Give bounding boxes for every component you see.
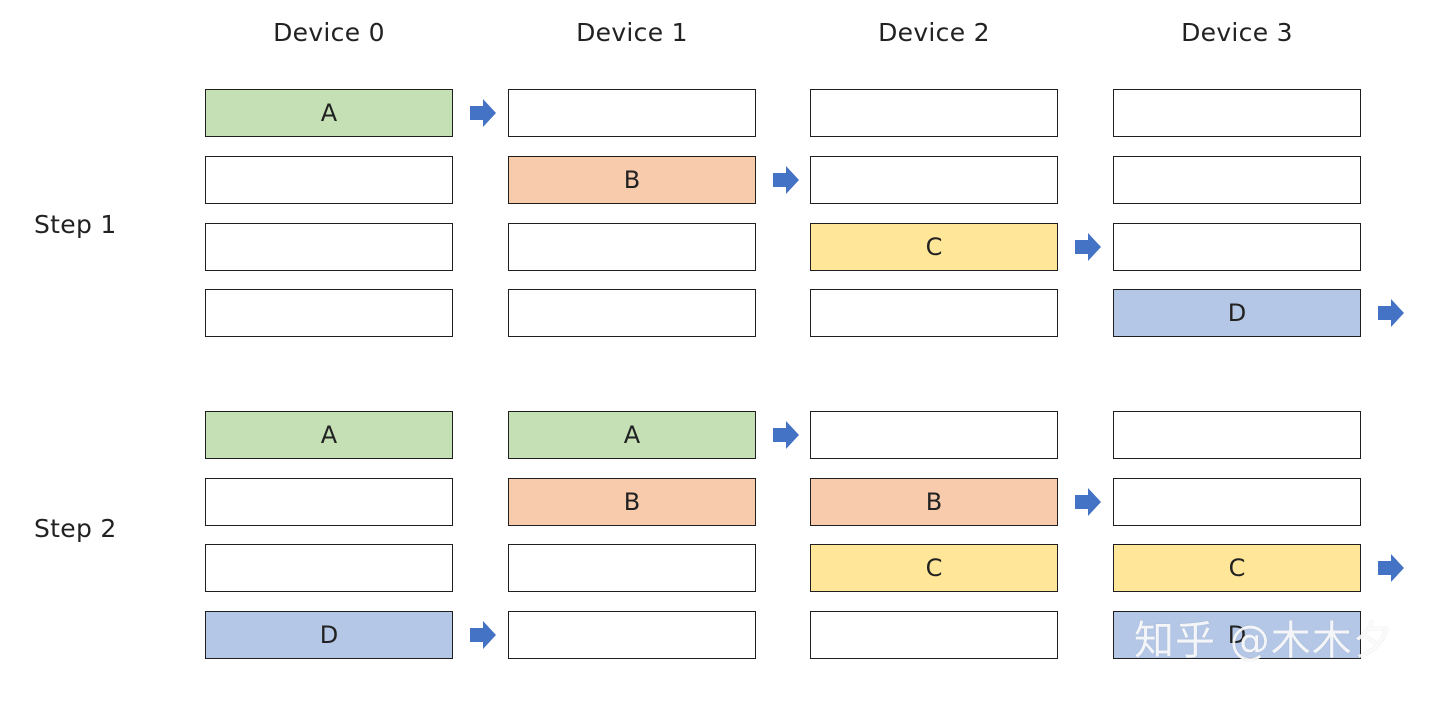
- empty-cell: [205, 289, 453, 337]
- right-arrow-icon: [773, 166, 799, 194]
- microbatch-cell-a: A: [205, 89, 453, 137]
- empty-cell: [508, 544, 756, 592]
- empty-cell: [810, 89, 1058, 137]
- empty-cell: [810, 156, 1058, 204]
- right-arrow-icon: [1075, 233, 1101, 261]
- device-header-3: Device 3: [1181, 18, 1293, 47]
- microbatch-cell-d: D: [1113, 289, 1361, 337]
- watermark: 知乎 @木木夕: [1134, 618, 1394, 664]
- step-label-1: Step 1: [34, 210, 117, 239]
- device-header-0: Device 0: [273, 18, 385, 47]
- microbatch-cell-c: C: [810, 223, 1058, 271]
- empty-cell: [810, 611, 1058, 659]
- microbatch-cell-d: D: [205, 611, 453, 659]
- microbatch-cell-d: D: [1113, 611, 1361, 659]
- microbatch-cell-b: B: [810, 478, 1058, 526]
- empty-cell: [508, 289, 756, 337]
- empty-cell: [205, 544, 453, 592]
- microbatch-cell-a: A: [508, 411, 756, 459]
- right-arrow-icon: [1378, 554, 1404, 582]
- empty-cell: [1113, 478, 1361, 526]
- empty-cell: [810, 289, 1058, 337]
- empty-cell: [1113, 411, 1361, 459]
- right-arrow-icon: [470, 99, 496, 127]
- empty-cell: [810, 411, 1058, 459]
- empty-cell: [1113, 223, 1361, 271]
- empty-cell: [508, 223, 756, 271]
- right-arrow-icon: [470, 621, 496, 649]
- microbatch-cell-b: B: [508, 156, 756, 204]
- right-arrow-icon: [1378, 299, 1404, 327]
- empty-cell: [205, 478, 453, 526]
- microbatch-cell-a: A: [205, 411, 453, 459]
- device-header-2: Device 2: [878, 18, 990, 47]
- empty-cell: [1113, 89, 1361, 137]
- microbatch-cell-c: C: [1113, 544, 1361, 592]
- microbatch-cell-b: B: [508, 478, 756, 526]
- empty-cell: [1113, 156, 1361, 204]
- right-arrow-icon: [773, 421, 799, 449]
- empty-cell: [508, 89, 756, 137]
- empty-cell: [205, 156, 453, 204]
- step-label-2: Step 2: [34, 514, 117, 543]
- empty-cell: [508, 611, 756, 659]
- right-arrow-icon: [1075, 488, 1101, 516]
- empty-cell: [205, 223, 453, 271]
- device-header-1: Device 1: [576, 18, 688, 47]
- microbatch-cell-c: C: [810, 544, 1058, 592]
